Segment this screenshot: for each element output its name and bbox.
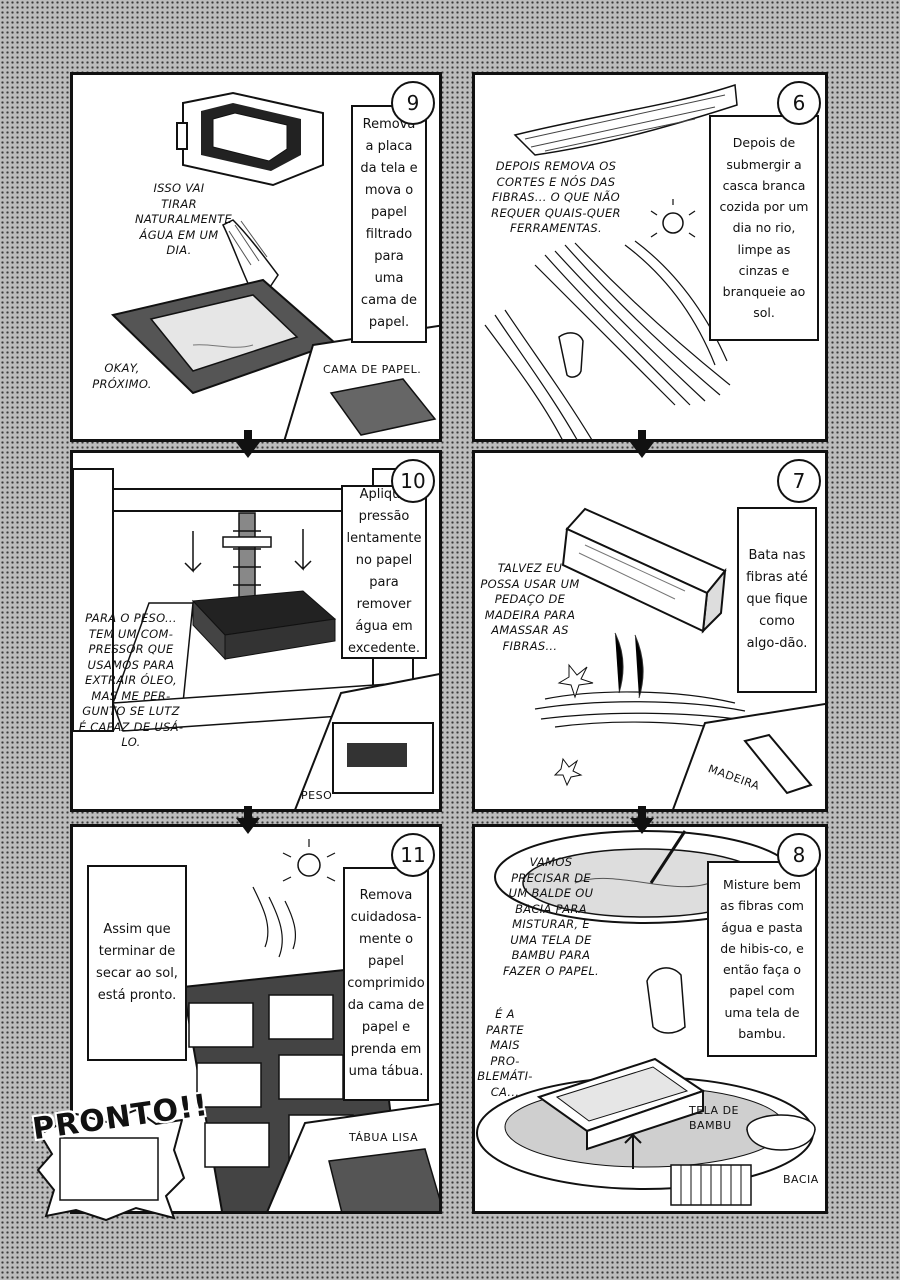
caption-step-10: Aplique pressão lentamente no papel para…: [341, 485, 427, 659]
caption-step-11: Remova cuidadosa-mente o papel comprimid…: [343, 867, 429, 1101]
finished-paper-burst: [36, 1108, 186, 1222]
speech-bubble-next: OKAY, PRÓXIMO.: [92, 361, 152, 391]
caption-step-7: Bata nas fibras até que fique como algo-…: [737, 507, 817, 693]
speech-bubble-wood: TALVEZ EU POSSA USAR UM PEDAÇO DE MADEIR…: [480, 561, 580, 653]
label-paper-bed: CAMA DE PAPEL.: [323, 363, 422, 376]
caption-step-8: Misture bem as fibras com água e pasta d…: [707, 861, 817, 1057]
panel-step-7: 7 Bata nas fibras até que fique como alg…: [472, 450, 828, 812]
label-flat-board: TÁBUA LISA: [349, 1131, 419, 1144]
arrow-down-icon: [236, 806, 260, 834]
label-weight: PESO: [301, 789, 333, 802]
step-number-8: 8: [777, 833, 821, 877]
board-drying-illustration: [181, 839, 439, 1211]
step-number-7: 7: [777, 459, 821, 503]
step-number-6: 6: [777, 81, 821, 125]
speech-bubble-fibers: DEPOIS REMOVA OS CORTES E NÓS DAS FIBRAS…: [491, 159, 621, 236]
beating-illustration: [534, 507, 825, 809]
panel-step-6: 6 Depois de submergir a casca branca coz…: [472, 72, 828, 442]
label-basin: BACIA: [783, 1173, 819, 1186]
panel-step-10: 10 Aplique pressão lentamente no papel p…: [70, 450, 442, 812]
speech-bubble-dry: ISSO VAI TIRAR NATURALMENTE ÁGUA EM UM D…: [135, 181, 233, 258]
caption-finished: Assim que terminar de secar ao sol, está…: [87, 865, 187, 1061]
step-number-10: 10: [391, 459, 435, 503]
panel-step-11: 11 Remova cuidadosa-mente o papel compri…: [70, 824, 442, 1214]
caption-step-6: Depois de submergir a casca branca cozid…: [709, 115, 819, 341]
panel-step-8: 8 Misture bem as fibras com água e pasta…: [472, 824, 828, 1214]
speech-bubble-compressor: PARA O PESO... TEM UM COM-PRESSOR QUE US…: [78, 611, 184, 750]
arrow-down-icon: [630, 806, 654, 834]
caption-step-9: Remova a placa da tela e mova o papel fi…: [351, 105, 427, 343]
arrow-down-icon: [236, 430, 260, 458]
fibers-illustration: [484, 83, 738, 439]
step-number-11: 11: [391, 833, 435, 877]
screen-frame-illustration: [110, 91, 439, 439]
panel-step-9: 9 Remova a placa da tela e mova o papel …: [70, 72, 442, 442]
label-bamboo-screen: TELA DE BAMBU: [689, 1104, 739, 1133]
arrow-down-icon: [630, 430, 654, 458]
speech-bubble-problem: É A PARTE MAIS PRO-BLEMÁTI-CA...: [477, 1007, 533, 1099]
step-number-9: 9: [391, 81, 435, 125]
speech-bubble-bucket: VAMOS PRECISAR DE UM BALDE OU BACIA PARA…: [503, 855, 599, 978]
